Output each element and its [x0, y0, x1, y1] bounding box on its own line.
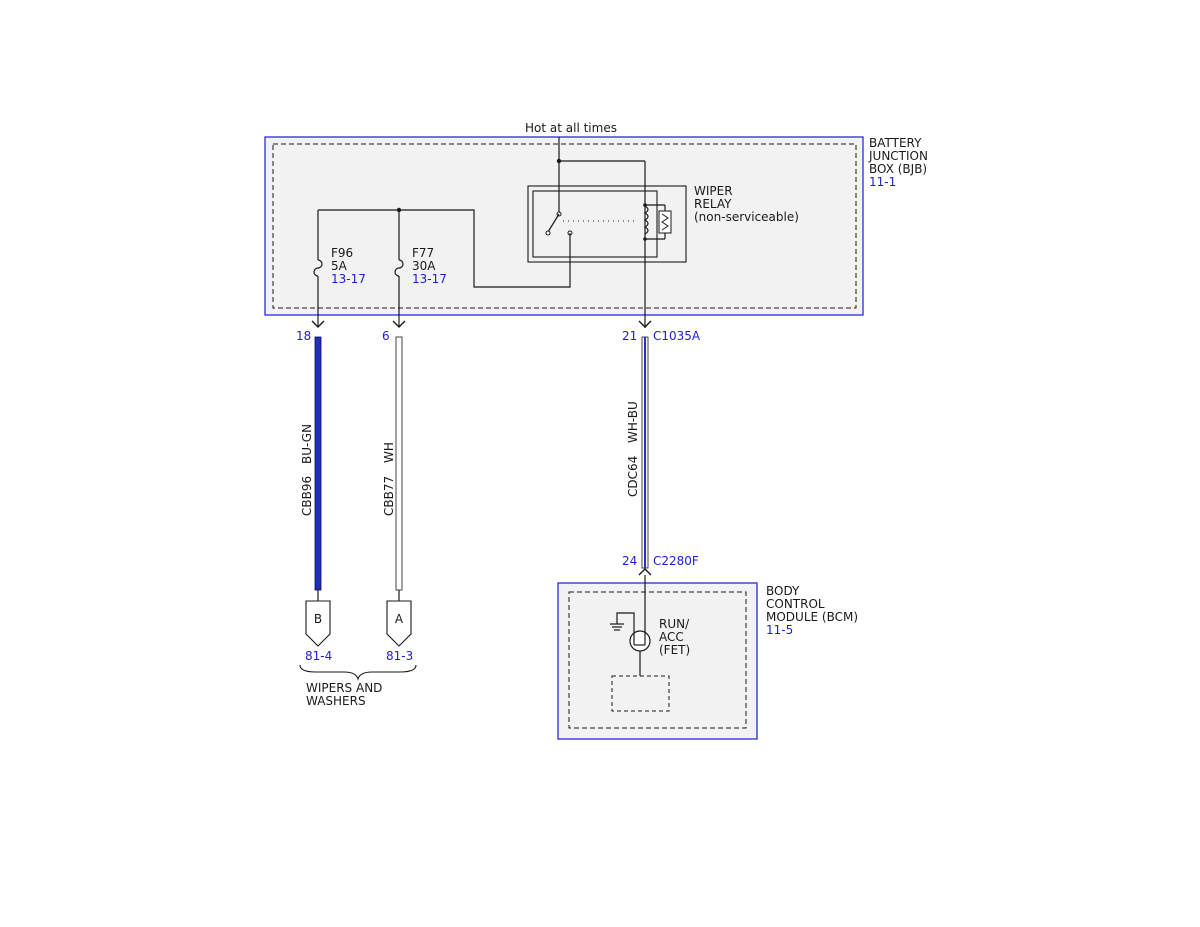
relay-output-wire	[318, 209, 571, 288]
wire-cbb96-body	[314, 336, 322, 591]
bcm-name-line-1: BODY	[766, 584, 800, 598]
bjb-name-line-3: BOX (BJB)	[869, 162, 927, 176]
bjb-outline	[264, 136, 864, 316]
pin-21-connector-symbol	[638, 320, 652, 328]
wiper-relay-name-line-2: RELAY	[694, 197, 732, 211]
destination-a-letter: A	[395, 612, 404, 626]
fuse-f96-ref: 13-17	[331, 272, 366, 286]
bcm-logic-block	[611, 675, 670, 712]
relay-suppression-resistor	[658, 210, 672, 234]
destination-group-line-1: WIPERS AND	[306, 681, 382, 695]
fuse-f96: F96 5A 13-17	[313, 210, 366, 327]
fuse-f77-ref: 13-17	[412, 272, 447, 286]
fuse-f96-symbol	[313, 259, 323, 277]
connector-c2280f-label: C2280F	[653, 554, 699, 568]
battery-junction-box: BATTERY JUNCTION BOX (BJB) 11-1	[264, 136, 928, 316]
wire-cdc64-circuit: CDC64	[626, 456, 640, 497]
supply-label: Hot at all times	[525, 121, 617, 135]
destination-b-ref: 81-4	[305, 649, 332, 663]
wiper-relay-name-line-1: WIPER	[694, 184, 733, 198]
wire-cbb96-color: BU-GN	[300, 424, 314, 464]
relay-coil	[643, 205, 649, 235]
wiper-relay: WIPER RELAY (non-serviceable)	[527, 184, 799, 263]
fet-label-line-1: RUN/	[659, 617, 690, 631]
bcm-name-line-2: CONTROL	[766, 597, 825, 611]
bcm-inner-dashed-outline	[568, 591, 747, 729]
bjb-ref: 11-1	[869, 175, 896, 189]
pin-24-connector-symbol	[638, 568, 652, 576]
destination-b: B 81-4	[305, 600, 332, 663]
wiper-relay-outer-box	[527, 185, 687, 263]
fuse-f77: F77 30A 13-17	[394, 210, 447, 327]
destination-a: A 81-3	[386, 600, 413, 663]
fuse-f77-symbol	[394, 259, 404, 277]
destination-a-connector-shape	[386, 600, 412, 647]
pin-6-label: 6	[382, 329, 390, 343]
wire-cbb96-circuit: CBB96	[300, 476, 314, 516]
switch-blade	[547, 213, 560, 233]
resistor-zigzag	[661, 213, 669, 231]
bcm-outline	[557, 582, 758, 740]
bjb-name-line-2: JUNCTION	[868, 149, 928, 163]
fuse-f77-rating: 30A	[412, 259, 436, 273]
switch-pivot-contact	[545, 230, 551, 236]
ground-wire	[616, 612, 635, 636]
destination-group-brace	[299, 664, 417, 681]
pin-6-connector-symbol	[392, 320, 406, 328]
pin-24-label: 24	[622, 554, 637, 568]
wire-cbb96: BU-GN CBB96	[300, 336, 322, 601]
pin-21-label: 21	[622, 329, 637, 343]
wiper-relay-inner-box	[532, 190, 658, 258]
destination-a-ref: 81-3	[386, 649, 413, 663]
fuse-f96-name: F96	[331, 246, 353, 260]
fuse-f77-name: F77	[412, 246, 434, 260]
destination-b-letter: B	[314, 612, 322, 626]
wire-cdc64-color: WH-BU	[626, 401, 640, 443]
wire-cbb77-body	[395, 336, 403, 591]
wiper-relay-name-line-3: (non-serviceable)	[694, 210, 799, 224]
bjb-inner-dashed-outline	[272, 143, 857, 309]
coil-node-bottom	[643, 237, 647, 241]
bjb-name-line-1: BATTERY	[869, 136, 922, 150]
bcm-ref: 11-5	[766, 623, 793, 637]
wire-cbb77: WH CBB77	[382, 336, 403, 601]
fet-label-line-3: (FET)	[659, 643, 690, 657]
destination-b-connector-shape	[305, 600, 331, 647]
coil-node-top	[643, 203, 647, 207]
pin-18-connector-symbol	[311, 320, 325, 328]
fuse-f96-rating: 5A	[331, 259, 348, 273]
fet-input-symbol	[629, 630, 651, 652]
bcm-name-line-3: MODULE (BCM)	[766, 610, 858, 624]
fet-label-line-2: ACC	[659, 630, 684, 644]
wire-cbb77-circuit: CBB77	[382, 476, 396, 516]
body-control-module: BODY CONTROL MODULE (BCM) 11-5 RUN/ ACC …	[557, 575, 858, 740]
wire-cdc64: WH-BU CDC64	[626, 336, 649, 569]
destination-group-line-2: WASHERS	[306, 694, 366, 708]
connector-c1035a-label: C1035A	[653, 329, 701, 343]
wire-cbb77-color: WH	[382, 442, 396, 463]
pin-18-label: 18	[296, 329, 311, 343]
